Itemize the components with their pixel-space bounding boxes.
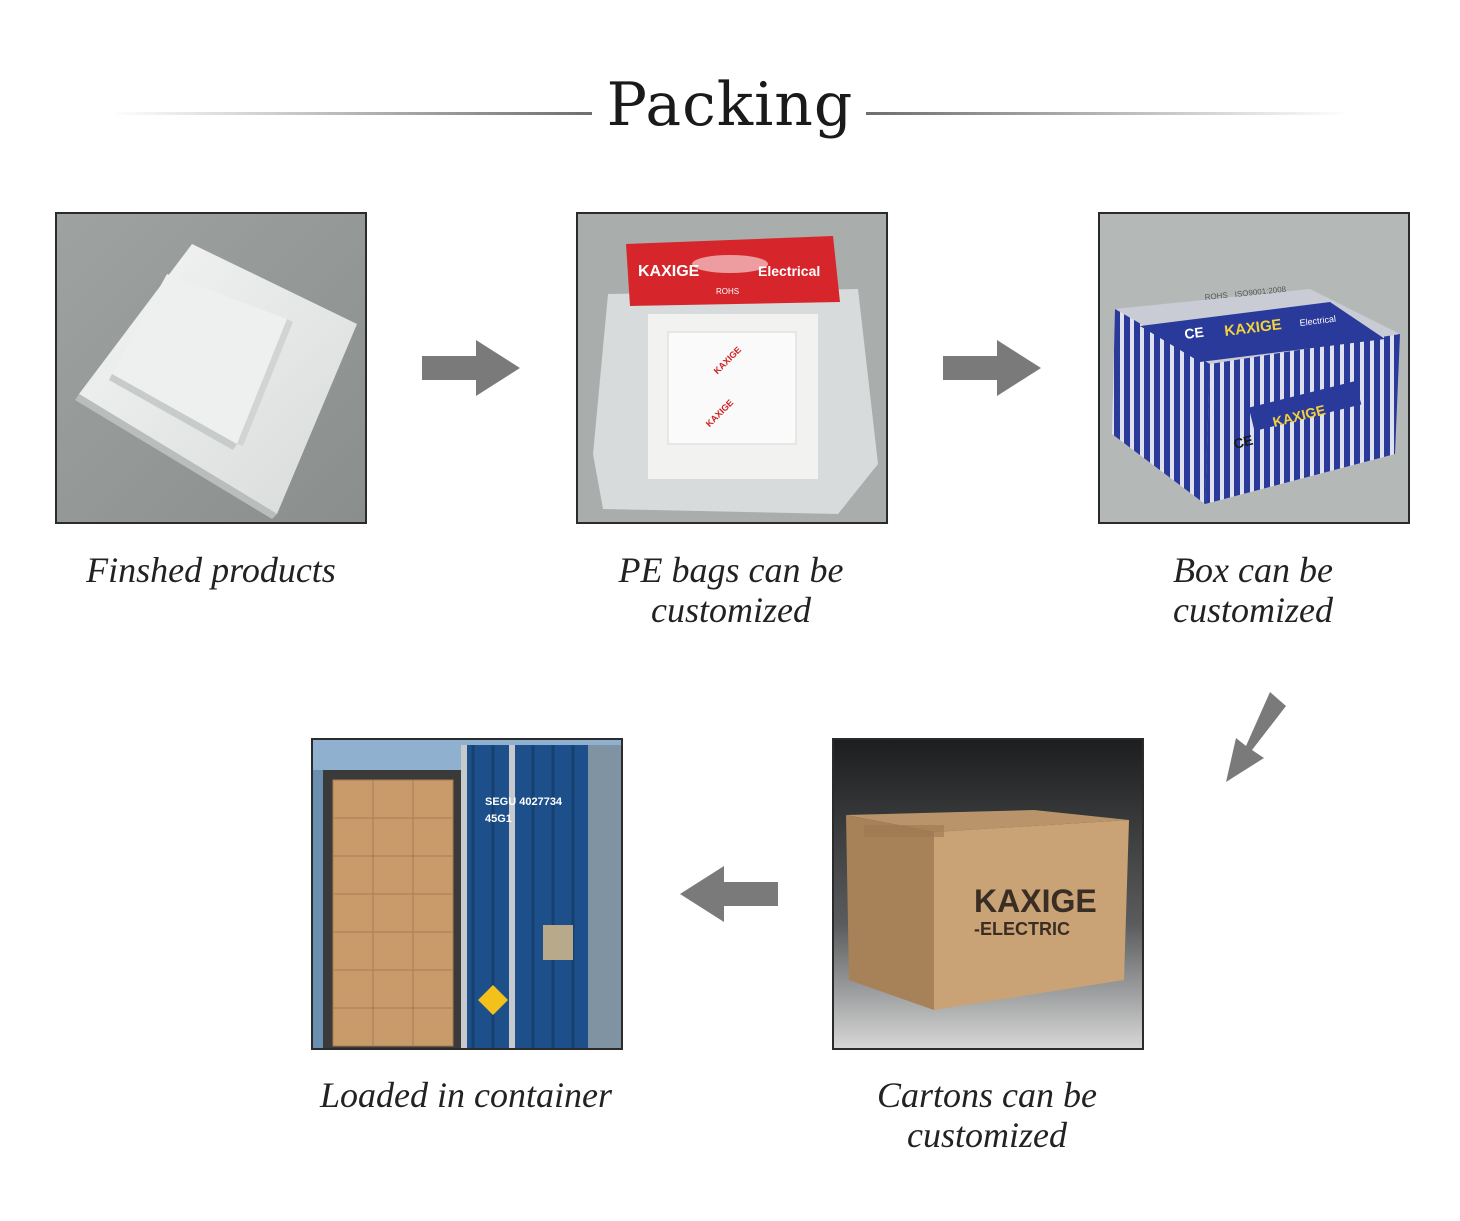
container-id-text: SEGU 4027734 [485,796,563,808]
bag-label-text: Electrical [758,263,820,279]
caption-pe-bags: PE bags can be customized [556,550,906,630]
pe-bag-photo: KAXIGE Electrical ROHS KAXIGE KAXIGE [576,212,888,524]
box-rohs-text: ROHS [1204,291,1228,302]
title-divider-right [866,112,1350,115]
arrow-down-left-icon [1226,692,1286,782]
caption-line: Loaded in container [320,1075,612,1115]
arrow-left-icon [680,866,778,922]
finished-product-photo [55,212,367,524]
box-brand-text: KAXIGE [1223,316,1282,340]
container-photo: SEGU 4027734 45G1 [311,738,623,1050]
title-divider-left [110,112,592,115]
caption-line: Cartons can be [877,1075,1097,1115]
box-side-ce-text: CE [1232,432,1255,452]
caption-line: customized [907,1115,1067,1155]
arrow-right-icon [943,340,1041,396]
carton-sub-text: -ELECTRIC [974,919,1070,939]
caption-line: Finshed products [86,550,336,590]
caption-line: Box can be [1173,550,1333,590]
arrow-right-icon [422,340,520,396]
box-photo: ROHS ISO9001:2008 CE KAXIGE Electrical K… [1098,212,1410,524]
carton-photo: KAXIGE -ELECTRIC [832,738,1144,1050]
caption-finished-products: Finshed products [55,550,367,590]
page-title: Packing [606,70,854,140]
bag-brand-text: KAXIGE [638,263,700,280]
caption-line: customized [651,590,811,630]
caption-container: Loaded in container [291,1075,641,1115]
box-ce-text: CE [1183,324,1204,342]
caption-box: Box can be customized [1078,550,1428,630]
caption-line: PE bags can be [618,550,844,590]
container-type-text: 45G1 [485,813,512,825]
carton-brand-text: KAXIGE [974,883,1097,919]
caption-cartons: Cartons can be customized [812,1075,1162,1155]
caption-line: customized [1173,590,1333,630]
box-label-text: Electrical [1299,314,1336,328]
bag-rohs-text: ROHS [716,287,739,296]
